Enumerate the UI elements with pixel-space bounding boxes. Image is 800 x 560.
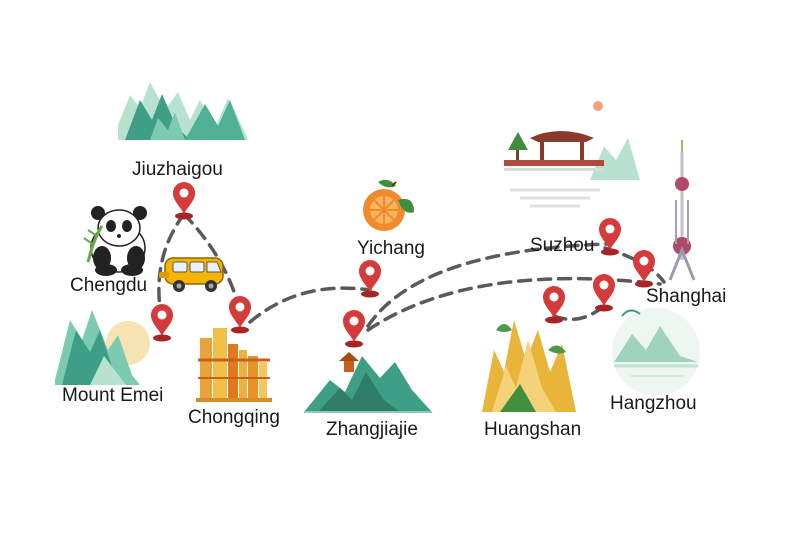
route-chongqing-yichang [248,286,372,324]
pin-body [593,274,615,306]
pin-hole [549,292,559,302]
pin-hole [599,280,609,290]
pin-huangshan-icon[interactable] [543,286,565,324]
city-towers-icon [196,328,272,402]
city-label-shanghai: Shanghai [646,286,727,307]
pin-base [153,334,171,342]
pin-body [229,296,251,328]
city-label-chongqing: Chongqing [188,407,280,428]
pin-base [545,316,563,324]
pin-hole [605,224,615,234]
pin-zhangjiajie-icon[interactable] [343,310,365,348]
green-mountains-icon [118,82,248,140]
pin-suzhou-icon[interactable] [599,218,621,256]
city-label-zhangjiajie: Zhangjiajie [326,419,418,440]
panda-icon [83,206,147,276]
pin-body [359,260,381,292]
pin-chongqing-icon[interactable] [229,296,251,334]
west-lake-icon [612,308,700,396]
pin-layer [151,182,655,348]
pin-body [599,218,621,250]
pin-hole [235,302,245,312]
route-zhangjiajie-suzhou [366,242,610,328]
pin-body [343,310,365,342]
tv-tower-icon [668,140,696,281]
city-label-mount-emei: Mount Emei [62,385,164,406]
pin-chengdu-icon[interactable] [151,304,173,342]
van-icon [159,257,224,292]
pin-hole [365,266,375,276]
pin-base [345,340,363,348]
pin-hole [179,188,189,198]
orange-fruit-icon [363,179,414,231]
pin-base [361,290,379,298]
pin-hole [639,256,649,266]
pin-body [633,250,655,282]
pin-body [173,182,195,214]
pin-base [595,304,613,312]
city-label-suzhou: Suzhou [530,235,595,256]
city-label-hangzhou: Hangzhou [610,393,697,414]
pin-hangzhou-icon[interactable] [593,274,615,312]
pin-base [635,280,653,288]
pin-base [175,212,193,220]
pin-base [601,248,619,256]
city-label-chengdu: Chengdu [70,275,148,296]
pin-hole [349,316,359,326]
golden-peaks-icon [482,320,576,412]
mountain-sun-icon [55,310,150,385]
pin-hole [157,310,167,320]
city-label-jiuzhaigou: Jiuzhaigou [132,159,223,180]
pin-body [543,286,565,318]
pin-base [231,326,249,334]
pagoda-peaks-icon [304,352,432,413]
pin-shanghai-icon[interactable] [633,250,655,288]
pavilion-garden-icon [504,101,640,208]
city-label-huangshan: Huangshan [484,419,582,440]
pin-yichang-icon[interactable] [359,260,381,298]
pin-jiuzhaigou-icon[interactable] [173,182,195,220]
city-label-yichang: Yichang [357,238,425,259]
pin-body [151,304,173,336]
